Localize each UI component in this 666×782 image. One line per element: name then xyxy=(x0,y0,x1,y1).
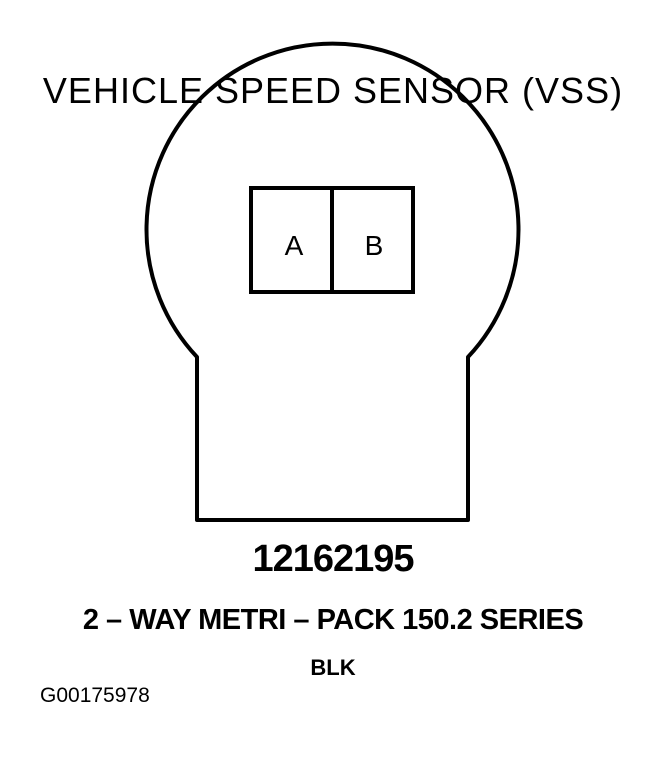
diagram-title: VEHICLE SPEED SENSOR (VSS) xyxy=(42,70,624,111)
connector-outline xyxy=(144,41,521,522)
terminal-label-b: B xyxy=(365,230,384,261)
connector-color: BLK xyxy=(310,655,356,680)
part-number: 12162195 xyxy=(252,538,414,580)
terminal-cavity-b xyxy=(330,186,415,294)
figure-id: G00175978 xyxy=(40,684,150,707)
terminal-label-a: A xyxy=(285,230,304,261)
connector-series: 2 – WAY METRI – PACK 150.2 SERIES xyxy=(82,604,584,636)
